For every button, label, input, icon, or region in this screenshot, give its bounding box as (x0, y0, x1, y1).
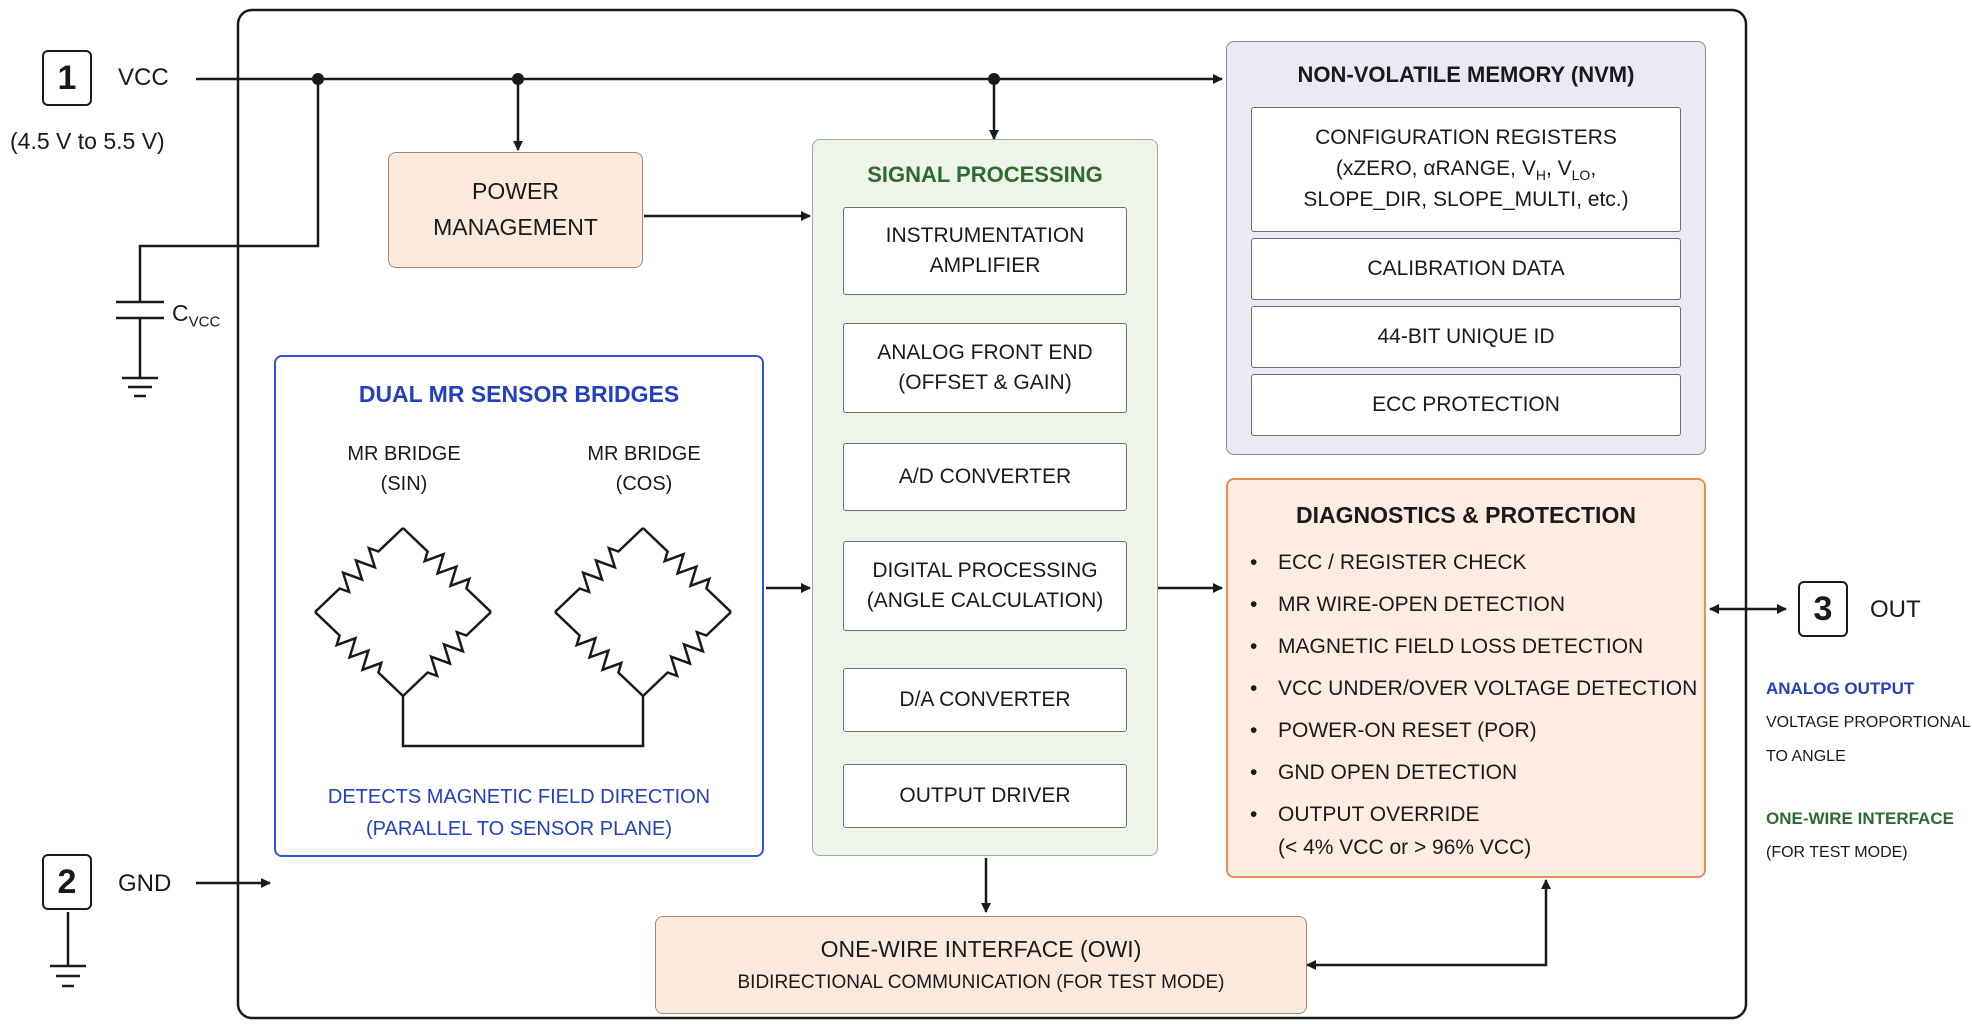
override-detail: (< 4% VCC or > 96% VCC) (1278, 836, 1532, 859)
mr-bridge-cos-label: MR BRIDGE(COS) (587, 443, 701, 495)
resistor-arm (554, 527, 644, 613)
owi-diag-wire (1306, 879, 1551, 970)
resistor-arm (402, 611, 492, 697)
diagnostics-item: •VCC UNDER/OVER VOLTAGE DETECTION (1250, 677, 1698, 700)
nvm-unique-id: 44-BIT UNIQUE ID (1251, 306, 1681, 368)
nvm-config-registers: CONFIGURATION REGISTERS (xZERO, αRANGE, … (1251, 107, 1681, 232)
out-label: OUT (1870, 596, 1921, 623)
resistor-arm (554, 611, 644, 697)
diagnostics-item: •ECC / REGISTER CHECK (1250, 551, 1527, 574)
diagnostics-item: •OUTPUT OVERRIDE (1250, 803, 1480, 826)
diagnostics-block: DIAGNOSTICS & PROTECTION •ECC / REGISTER… (1226, 478, 1706, 878)
bridge-link-wire (401, 696, 645, 748)
signal-stage-3: A/D CONVERTER (843, 443, 1127, 511)
mr-bridge-cos-symbol (554, 527, 732, 697)
diagnostics-list: •ECC / REGISTER CHECK •MR WIRE-OPEN DETEC… (1250, 542, 1697, 836)
owi-output-note: ONE-WIRE INTERFACE (FOR TEST MODE) (1766, 809, 1954, 861)
junction-dot (312, 73, 324, 85)
junction-dot (988, 73, 1000, 85)
nvm-block: NON-VOLATILE MEMORY (NVM) CONFIGURATION … (1226, 41, 1706, 455)
owi-block: ONE-WIRE INTERFACE (OWI) BIDIRECTIONAL C… (655, 916, 1307, 1014)
pin-2-box: 2 (42, 854, 92, 910)
power-management-line2: MANAGEMENT (433, 214, 598, 240)
mr-bridge-sin-symbol (314, 527, 492, 697)
diagnostics-item: •MAGNETIC FIELD LOSS DETECTION (1250, 635, 1644, 658)
gnd-label: GND (118, 870, 172, 897)
diagnostics-item: •GND OPEN DETECTION (1250, 761, 1518, 784)
resistor-arm (314, 527, 404, 613)
pin-3-box: 3 (1798, 581, 1848, 637)
pin-1-number: 1 (57, 58, 77, 97)
nvm-calibration-data: CALIBRATION DATA (1251, 238, 1681, 300)
power-management-line1: POWER (472, 178, 559, 205)
config-line3: SLOPE_DIR, SLOPE_MULTI, etc.) (1303, 188, 1629, 212)
pin-2-number: 2 (57, 862, 77, 901)
signal-stage-2: ANALOG FRONT END(OFFSET & GAIN) (843, 323, 1127, 413)
mr-sensor-bridges-block: DUAL MR SENSOR BRIDGES MR BRIDGE(SIN) MR… (274, 355, 764, 857)
ic-package-outline (236, 8, 1748, 1020)
junction-dot (512, 73, 524, 85)
mr-bridges-caption: DETECTS MAGNETIC FIELD DIRECTION(PARALLE… (327, 786, 711, 840)
diagnostics-item: •MR WIRE-OPEN DETECTION (1250, 593, 1565, 616)
diagnostics-title: DIAGNOSTICS & PROTECTION (1296, 502, 1636, 528)
config-line1: CONFIGURATION REGISTERS (1315, 126, 1617, 150)
analog-output-note: ANALOG OUTPUT VOLTAGE PROPORTIONAL TO AN… (1766, 679, 1971, 765)
nvm-ecc-protection: ECC PROTECTION (1251, 374, 1681, 436)
owi-title: ONE-WIRE INTERFACE (OWI) (820, 936, 1142, 963)
nvm-title: NON-VOLATILE MEMORY (NVM) (1297, 62, 1635, 87)
resistor-arm (402, 527, 492, 613)
resistor-arm (314, 611, 404, 697)
resistor-arm (642, 611, 732, 697)
signal-stage-4: DIGITAL PROCESSING(ANGLE CALCULATION) (843, 541, 1127, 631)
owi-subtitle: BIDIRECTIONAL COMMUNICATION (FOR TEST MO… (737, 972, 1225, 994)
signal-stage-5: D/A CONVERTER (843, 668, 1127, 732)
mr-bridges-title: DUAL MR SENSOR BRIDGES (358, 381, 680, 407)
resistor-arm (642, 527, 732, 613)
power-management-block: POWER MANAGEMENT (388, 152, 643, 268)
pin-1-box: 1 (42, 50, 92, 106)
vcc-range-label: (4.5 V to 5.5 V) (10, 128, 165, 154)
cap-branch-wire (138, 79, 320, 302)
signal-stage-6: OUTPUT DRIVER (843, 764, 1127, 828)
capacitor-label: CVCC (172, 300, 221, 331)
diagnostics-item: •POWER-ON RESET (POR) (1250, 719, 1537, 742)
mr-bridge-sin-label: MR BRIDGE(SIN) (347, 443, 461, 495)
signal-processing-title: SIGNAL PROCESSING (867, 162, 1103, 187)
vcc-label: VCC (118, 64, 169, 91)
config-line2: (xZERO, αRANGE, VH, VLO, (1335, 156, 1597, 183)
pin-3-number: 3 (1813, 589, 1833, 628)
